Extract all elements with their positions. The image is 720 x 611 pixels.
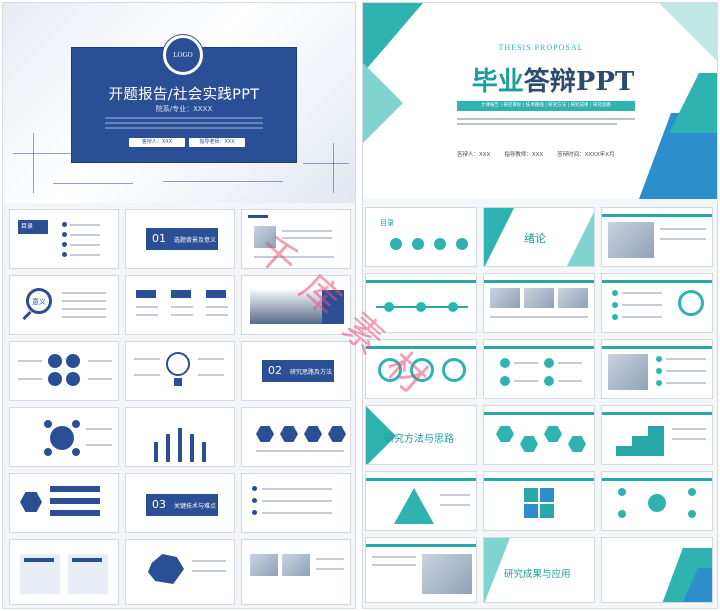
- left-thumb-meaning[interactable]: 意义: [9, 275, 119, 335]
- logo-text: LOGO: [173, 51, 193, 59]
- left-thumb-quad[interactable]: [9, 341, 119, 401]
- section-label: 关键技术与难点: [174, 503, 217, 510]
- left-template-preview: LOGO 开题报告/社会实践PPT 院系/专业：XXXX 答辩人：XXX 指导老…: [2, 2, 356, 609]
- left-thumb-bulb[interactable]: [125, 341, 235, 401]
- section-label: 选题背景及意义: [174, 237, 217, 244]
- circuit-line: [333, 143, 334, 193]
- right-thumb-diamonds[interactable]: [483, 471, 595, 531]
- left-thumb-columns[interactable]: [125, 275, 235, 335]
- section-label: 研究思路及方法: [290, 369, 333, 376]
- right-template-preview: THESIS PROPOSAL 毕业答辩PPT 大课报告 | 研究目标 | 技术…: [362, 2, 718, 609]
- right-thumb-icons[interactable]: [483, 339, 595, 399]
- advisor-pill: 指导老师：XXX: [189, 138, 245, 147]
- meaning-badge: 意义: [32, 298, 46, 306]
- right-thumb-method[interactable]: 研究方法与思路: [365, 405, 477, 465]
- date: 答辩时间：XXXX年X月: [557, 152, 615, 158]
- logo-badge: LOGO: [163, 35, 203, 75]
- right-thumb-steps[interactable]: [601, 405, 713, 465]
- text-line: [105, 122, 263, 124]
- left-thumb-map[interactable]: [125, 539, 235, 605]
- text-line: [105, 117, 263, 119]
- method-label: 研究方法与思路: [384, 434, 454, 445]
- left-thumb-list[interactable]: [241, 473, 351, 533]
- right-thumb-results[interactable]: 研究成果与应用: [483, 537, 595, 603]
- cover-subtitle: 院系/专业：XXXX: [155, 105, 213, 113]
- advisor: 指导教师：XXX: [504, 152, 544, 158]
- circuit-line: [53, 183, 133, 184]
- title-dark: 答辩PPT: [523, 67, 635, 97]
- circuit-line: [33, 133, 34, 193]
- left-thumb-arrows[interactable]: [9, 473, 119, 533]
- right-thumb-circle-list[interactable]: [601, 273, 713, 333]
- left-thumb-hexes[interactable]: [241, 407, 351, 467]
- right-cover-slide[interactable]: THESIS PROPOSAL 毕业答辩PPT 大课报告 | 研究目标 | 技术…: [363, 3, 717, 199]
- tag-strip: 大课报告 | 研究目标 | 技术路线 | 研究方法 | 研究成果 | 研究思路: [457, 101, 635, 111]
- section-number: 03: [152, 498, 166, 511]
- title-colored: 毕业: [471, 67, 524, 97]
- left-thumb-section-02[interactable]: 02 研究思路及方法: [241, 341, 351, 401]
- right-thumb-photo-text[interactable]: [365, 537, 477, 603]
- decor-triangle: [659, 3, 717, 63]
- toc-label: 目录: [380, 219, 394, 227]
- section-number: 02: [268, 364, 282, 377]
- section-number: 01: [152, 232, 166, 245]
- right-thumb-intro[interactable]: 绪论: [483, 207, 595, 267]
- graduation-title: 毕业答辩PPT: [433, 61, 673, 98]
- left-thumb-section-01[interactable]: 01 选题背景及意义: [125, 209, 235, 269]
- left-thumb-photo[interactable]: [241, 209, 351, 269]
- right-thumb-timeline[interactable]: [365, 273, 477, 333]
- right-thumb-toc[interactable]: 目录: [365, 207, 477, 267]
- toc-label: 目录: [21, 223, 34, 230]
- left-thumb-cards[interactable]: [9, 539, 119, 605]
- left-thumb-toc[interactable]: 目录: [9, 209, 119, 269]
- meta-row: 答辩人：XXX 指导教师：XXX 答辩时间：XXXX年X月: [457, 150, 647, 158]
- left-thumb-skyline[interactable]: [241, 275, 351, 335]
- text-line: [105, 127, 263, 129]
- circuit-line: [163, 181, 283, 182]
- left-thumb-section-03[interactable]: 03 关键技术与难点: [125, 473, 235, 533]
- right-thumb-end[interactable]: [601, 537, 713, 603]
- english-subtext: [457, 118, 635, 130]
- circuit-line: [13, 153, 73, 154]
- right-thumb-photo[interactable]: [601, 207, 713, 267]
- right-thumb-icon-grid[interactable]: [601, 471, 713, 531]
- right-thumb-photo-list[interactable]: [601, 339, 713, 399]
- decor-triangle: [363, 63, 403, 143]
- circuit-line: [303, 163, 349, 164]
- left-thumb-gear[interactable]: [9, 407, 119, 467]
- decor-triangle: [669, 73, 717, 133]
- decor-triangle: [363, 3, 423, 73]
- right-thumb-photos[interactable]: [483, 273, 595, 333]
- intro-label: 绪论: [524, 232, 546, 245]
- left-thumb-photos[interactable]: [241, 539, 351, 605]
- cover-title: 开题报告/社会实践PPT: [108, 87, 260, 103]
- thesis-heading: THESIS PROPOSAL: [498, 43, 584, 52]
- right-thumb-hexes[interactable]: [483, 405, 595, 465]
- right-thumb-rings[interactable]: [365, 339, 477, 399]
- presenter: 答辩人：XXX: [457, 152, 491, 158]
- results-label: 研究成果与应用: [504, 569, 571, 580]
- left-cover-slide[interactable]: LOGO 开题报告/社会实践PPT 院系/专业：XXXX 答辩人：XXX 指导老…: [3, 3, 355, 203]
- left-thumb-tree[interactable]: [125, 407, 235, 467]
- presenter-pill: 答辩人：XXX: [129, 138, 185, 147]
- right-thumb-pyramid[interactable]: [365, 471, 477, 531]
